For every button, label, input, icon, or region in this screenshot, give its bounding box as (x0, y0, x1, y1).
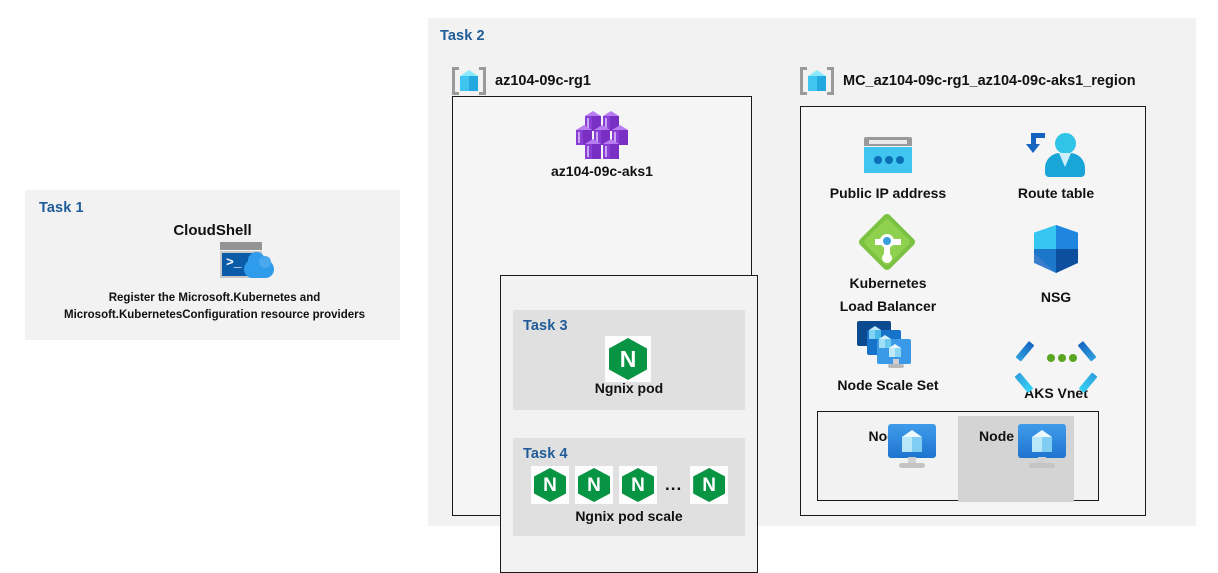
ellipsis: ... (665, 475, 683, 494)
resource-public-ip: Public IP address (813, 123, 963, 202)
mc-resource-group-box: Public IP address Route table Kubernetes… (800, 106, 1146, 516)
aks-cluster-box: az104-09c-aks1 Task 3 N Ngnix pod Task 4… (452, 96, 758, 573)
task2-panel: Task 2 az104-09c-rg1 MC_az104-09c-rg1_az… (428, 18, 1196, 573)
resource-label-line2: Load Balancer (839, 297, 937, 314)
task1-label: Task 1 (39, 200, 84, 216)
resource-group-header-2: MC_az104-09c-rg1_az104-09c-aks1_region (800, 66, 1136, 96)
resource-group-name-2: MC_az104-09c-rg1_az104-09c-aks1_region (843, 73, 1136, 89)
route-table-icon (981, 123, 1131, 179)
nsg-shield-icon (981, 217, 1131, 273)
task3-caption: Ngnix pod (594, 380, 664, 396)
task1-description: Register the Microsoft.Kubernetes and Mi… (64, 292, 365, 322)
resource-label: NSG (1040, 289, 1072, 305)
resource-route-table: Route table (981, 123, 1131, 202)
task3-label: Task 3 (523, 318, 568, 334)
resource-group-header-1: az104-09c-rg1 (452, 66, 591, 96)
resource-load-balancer: Kubernetes Load Balancer (813, 212, 963, 314)
task3-panel: Task 3 N Ngnix pod (513, 310, 745, 410)
resource-label: Route table (1017, 185, 1095, 201)
task4-label: Task 4 (523, 446, 568, 462)
task4-caption: Ngnix pod scale (575, 508, 683, 524)
cloudshell-icon: >_ (217, 242, 279, 282)
cloudshell-title: CloudShell (173, 222, 252, 239)
nginx-pod-scale-row: N N N ... N (531, 466, 729, 504)
resource-group-name-1: az104-09c-rg1 (495, 73, 591, 89)
nginx-icon: N (605, 336, 651, 382)
resource-nsg: NSG (981, 217, 1131, 306)
node-cell-highlighted: Node scale (958, 416, 1074, 502)
node-cell: Node (828, 416, 944, 468)
task1-panel: Task 1 CloudShell >_ Register the Micros… (25, 190, 400, 340)
resource-aks-vnet: AKS Vnet (981, 319, 1131, 402)
resource-label: Public IP address (829, 185, 947, 201)
node-scale-box: Node Node scale (817, 411, 1099, 502)
public-ip-icon (813, 123, 963, 179)
aks-cluster-icon (572, 111, 632, 159)
resource-node-scale-set: Node Scale Set (813, 315, 963, 394)
nginx-icon: N (619, 466, 657, 504)
nginx-icon: N (690, 466, 729, 504)
resource-group-icon (800, 66, 834, 96)
resource-group-icon (452, 66, 486, 96)
nginx-icon: N (531, 466, 569, 504)
task2-label: Task 2 (440, 28, 485, 44)
resource-label: AKS Vnet (1024, 385, 1088, 401)
nginx-icon: N (575, 466, 613, 504)
aks-pods-box: Task 3 N Ngnix pod Task 4 N N N ... N Ng… (500, 275, 758, 573)
resource-label: Node Scale Set (837, 377, 939, 393)
load-balancer-icon (813, 212, 963, 272)
resource-label-line1: Kubernetes (849, 275, 927, 291)
aks-cluster-name: az104-09c-aks1 (551, 163, 653, 179)
node-scale-set-icon (813, 315, 963, 371)
task4-panel: Task 4 N N N ... N Ngnix pod scale (513, 438, 745, 536)
vnet-icon (981, 319, 1131, 393)
